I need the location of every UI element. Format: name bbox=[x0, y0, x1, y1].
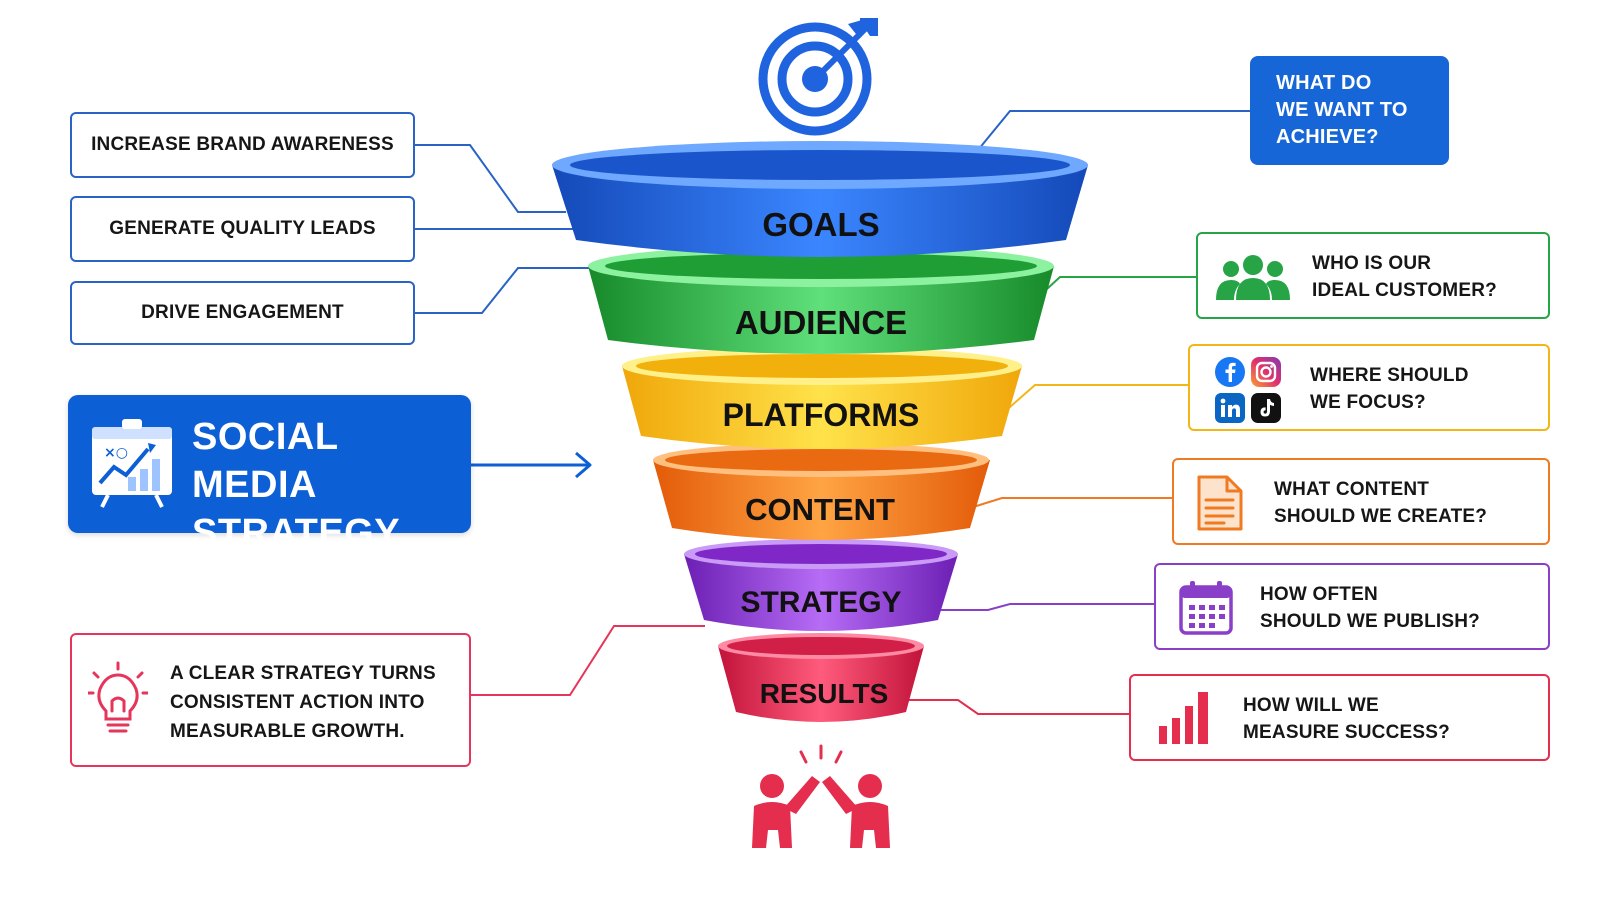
question-text: HOW WILL WE MEASURE SUCCESS? bbox=[1243, 692, 1450, 746]
svg-text:×○: ×○ bbox=[104, 445, 128, 461]
connector-results-question bbox=[908, 699, 1129, 715]
social-platforms-icon bbox=[1214, 356, 1284, 424]
tip-line: CONSISTENT ACTION INTO bbox=[170, 692, 425, 713]
funnel-label-audience: AUDIENCE bbox=[735, 304, 907, 341]
question-text: WHERE SHOULD WE FOCUS? bbox=[1310, 362, 1469, 416]
high-five-icon bbox=[752, 744, 890, 848]
connector-content-question bbox=[969, 497, 1172, 509]
instagram-icon bbox=[1251, 357, 1281, 387]
funnel-label-platforms: PLATFORMS bbox=[723, 397, 920, 433]
connector-audience-question bbox=[1035, 276, 1196, 300]
goal-question-text: WHAT DO WE WANT TO ACHIEVE? bbox=[1276, 70, 1449, 151]
goal-question-card: WHAT DO WE WANT TO ACHIEVE? bbox=[1250, 56, 1449, 165]
funnel-label-strategy: STRATEGY bbox=[740, 586, 901, 619]
question-card-strategy: HOW OFTEN SHOULD WE PUBLISH? bbox=[1154, 563, 1550, 650]
goal-item-label: DRIVE ENGAGEMENT bbox=[141, 302, 344, 323]
question-line: HOW WILL WE bbox=[1243, 695, 1379, 716]
question-line: WHO IS OUR bbox=[1312, 253, 1432, 274]
funnel-stage-goals: GOALS bbox=[552, 141, 1088, 257]
connector-tip bbox=[471, 625, 705, 696]
facebook-icon bbox=[1215, 357, 1245, 387]
goal-item-brand-awareness: INCREASE BRAND AWARENESS bbox=[70, 112, 415, 178]
hero-title-line: STRATEGY bbox=[192, 512, 401, 554]
goal-question-line: WHAT DO bbox=[1276, 72, 1372, 94]
goal-question-line: ACHIEVE? bbox=[1276, 126, 1379, 148]
hero-card: ×○ SOCIAL MEDIA STRATEGY bbox=[68, 395, 471, 554]
goal-question-line: WE WANT TO bbox=[1276, 99, 1408, 121]
question-line: HOW OFTEN bbox=[1260, 584, 1378, 605]
question-card-audience: WHO IS OUR IDEAL CUSTOMER? bbox=[1196, 232, 1550, 319]
calendar-icon bbox=[1179, 581, 1233, 635]
question-card-results: HOW WILL WE MEASURE SUCCESS? bbox=[1129, 674, 1550, 761]
question-text: WHO IS OUR IDEAL CUSTOMER? bbox=[1312, 250, 1497, 304]
funnel-stage-audience: AUDIENCE bbox=[588, 245, 1054, 354]
connector-strategy-question bbox=[938, 603, 1154, 611]
hero-title-line: SOCIAL MEDIA bbox=[192, 416, 338, 506]
tip-card: A CLEAR STRATEGY TURNS CONSISTENT ACTION… bbox=[70, 633, 471, 767]
goal-item-label: GENERATE QUALITY LEADS bbox=[109, 218, 376, 239]
lightbulb-icon bbox=[88, 661, 148, 733]
question-text: WHAT CONTENT SHOULD WE CREATE? bbox=[1274, 476, 1487, 530]
question-line: WHERE SHOULD bbox=[1310, 365, 1469, 386]
strategy-board-icon: ×○ bbox=[92, 419, 172, 508]
funnel-stage-content: CONTENT bbox=[653, 443, 990, 540]
document-icon bbox=[1197, 475, 1243, 531]
question-line: MEASURE SUCCESS? bbox=[1243, 722, 1450, 743]
target-arrow-icon bbox=[758, 18, 878, 136]
question-text: HOW OFTEN SHOULD WE PUBLISH? bbox=[1260, 581, 1480, 635]
goal-item-engagement: DRIVE ENGAGEMENT bbox=[70, 281, 415, 345]
tiktok-icon bbox=[1251, 393, 1281, 423]
tip-line: A CLEAR STRATEGY TURNS bbox=[170, 663, 436, 684]
connector-brand-awareness bbox=[415, 144, 566, 213]
tip-line: MEASURABLE GROWTH. bbox=[170, 721, 405, 742]
hero-title: SOCIAL MEDIA STRATEGY bbox=[192, 413, 471, 557]
funnel-stage-platforms: PLATFORMS bbox=[622, 347, 1022, 449]
hero-arrow-head bbox=[575, 451, 592, 479]
funnel-label-goals: GOALS bbox=[762, 206, 879, 243]
linkedin-icon bbox=[1215, 393, 1245, 423]
connector-engagement bbox=[415, 267, 592, 314]
goal-item-quality-leads: GENERATE QUALITY LEADS bbox=[70, 196, 415, 262]
question-line: SHOULD WE PUBLISH? bbox=[1260, 611, 1480, 632]
funnel-stage-results: RESULTS bbox=[718, 633, 924, 722]
funnel-label-results: RESULTS bbox=[760, 678, 889, 709]
funnel-label-content: CONTENT bbox=[745, 492, 895, 527]
funnel-stage-strategy: STRATEGY bbox=[684, 539, 958, 631]
question-card-content: WHAT CONTENT SHOULD WE CREATE? bbox=[1172, 458, 1550, 545]
connector-goal-question bbox=[977, 110, 1250, 151]
bar-chart-icon bbox=[1159, 692, 1208, 744]
question-line: IDEAL CUSTOMER? bbox=[1312, 280, 1497, 301]
goal-item-label: INCREASE BRAND AWARENESS bbox=[91, 134, 394, 155]
users-group-icon bbox=[1216, 255, 1290, 300]
question-line: SHOULD WE CREATE? bbox=[1274, 506, 1488, 527]
question-card-platforms: WHERE SHOULD WE FOCUS? bbox=[1188, 344, 1550, 431]
question-line: WHAT CONTENT bbox=[1274, 479, 1430, 500]
tip-text: A CLEAR STRATEGY TURNS CONSISTENT ACTION… bbox=[170, 659, 460, 746]
question-line: WE FOCUS? bbox=[1310, 392, 1426, 413]
connector-platforms-question bbox=[1001, 384, 1188, 415]
